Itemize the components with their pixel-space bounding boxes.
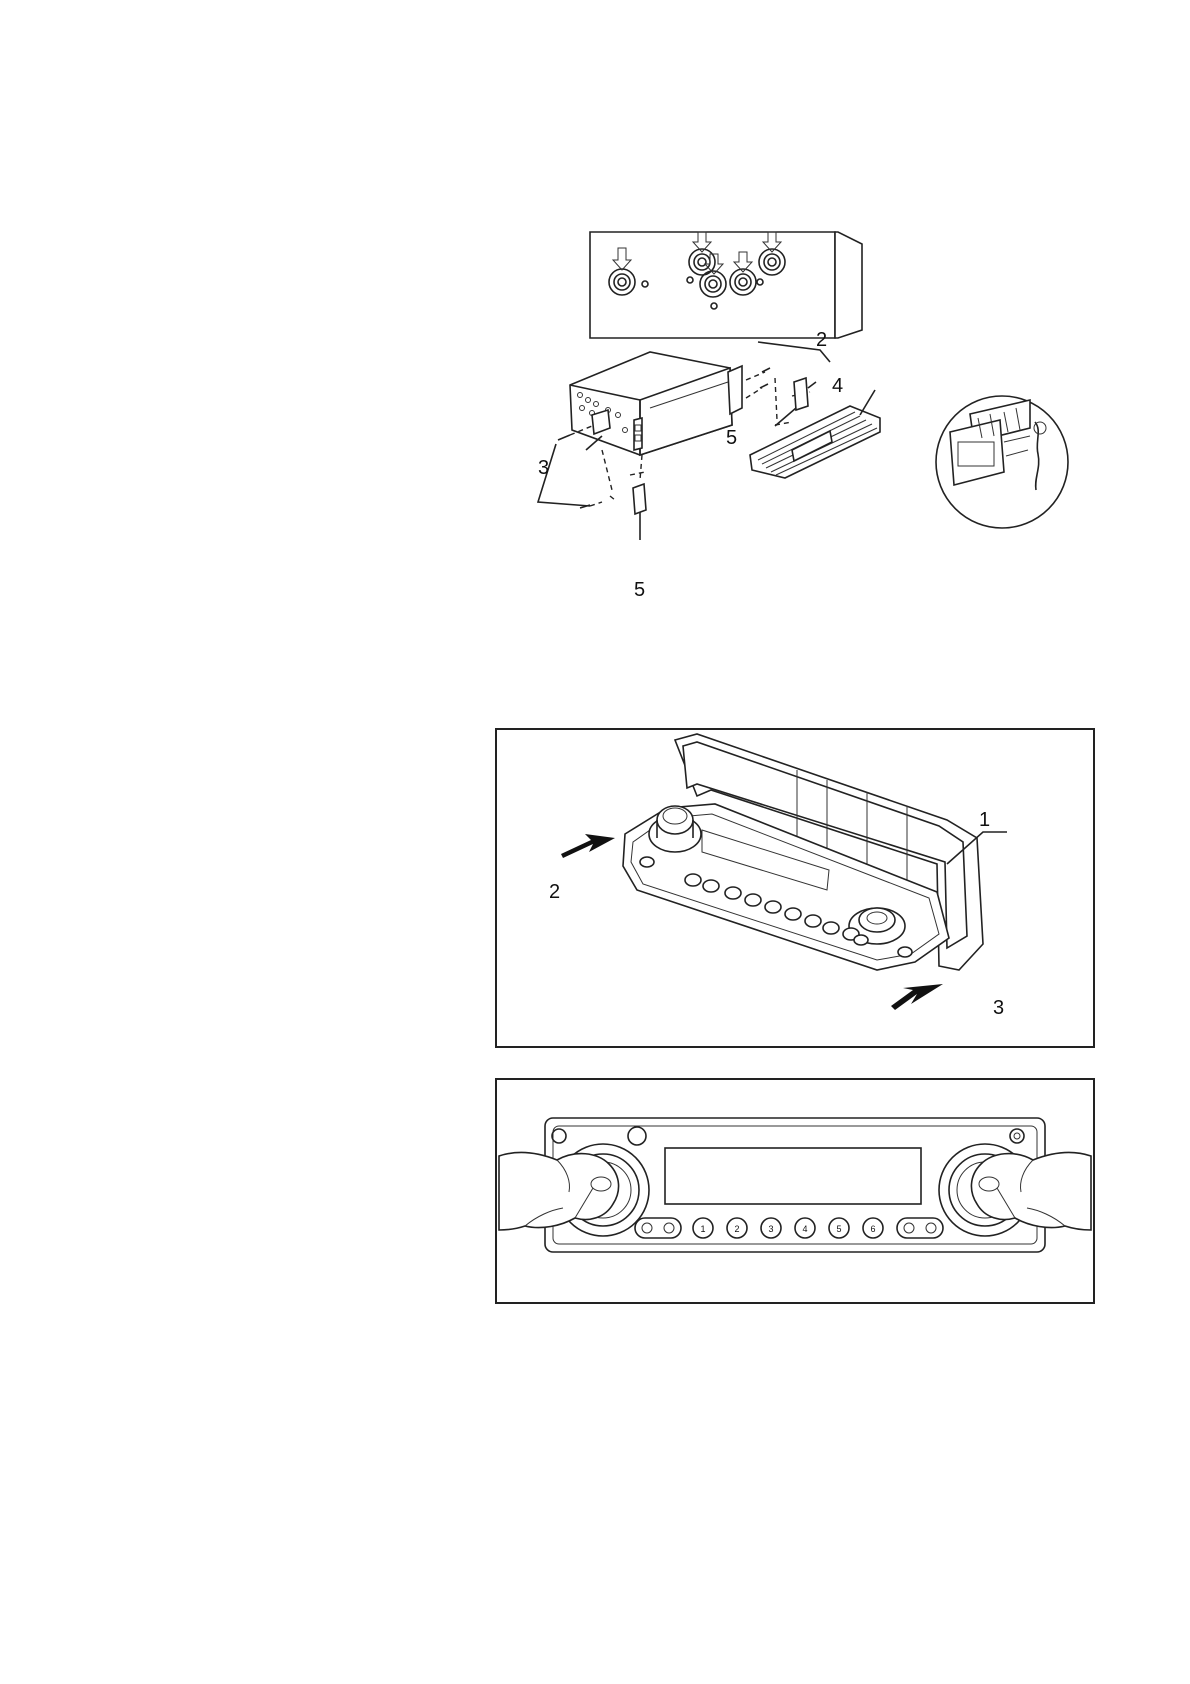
callout-front-panel: 1 (979, 809, 990, 831)
mounting-diagram: 2 3 4 5 2 5 (530, 210, 1070, 600)
mounting-strap (775, 378, 808, 426)
push-arrow-icon (561, 834, 615, 858)
svg-text:6: 6 (870, 1224, 875, 1234)
callout-strap-right: 5 (726, 427, 737, 449)
svg-text:1: 1 (700, 1224, 705, 1234)
svg-text:5: 5 (836, 1224, 841, 1234)
panel-grip-figure: 1 2 3 4 5 6 (495, 1078, 1095, 1304)
detail-magnifier (936, 396, 1068, 528)
callout-side-bracket: 3 (538, 457, 549, 479)
callout-trim-frame: 4 (832, 375, 843, 397)
svg-text:4: 4 (802, 1224, 807, 1234)
pull-arrow-icon (891, 984, 943, 1010)
svg-text:3: 3 (768, 1224, 773, 1234)
mounting-strap (633, 484, 646, 540)
dashboard-opening (590, 232, 862, 338)
radio-chassis (570, 352, 742, 455)
svg-text:2: 2 (734, 1224, 739, 1234)
callout-push-direction: 2 (549, 881, 560, 903)
callout-strap-left: 5 (634, 579, 645, 600)
trim-frame (750, 390, 880, 478)
callout-pull-direction: 3 (993, 997, 1004, 1019)
callout-screws-top: 2 (816, 329, 827, 351)
panel-removal-figure: 1 2 3 (495, 728, 1095, 1048)
